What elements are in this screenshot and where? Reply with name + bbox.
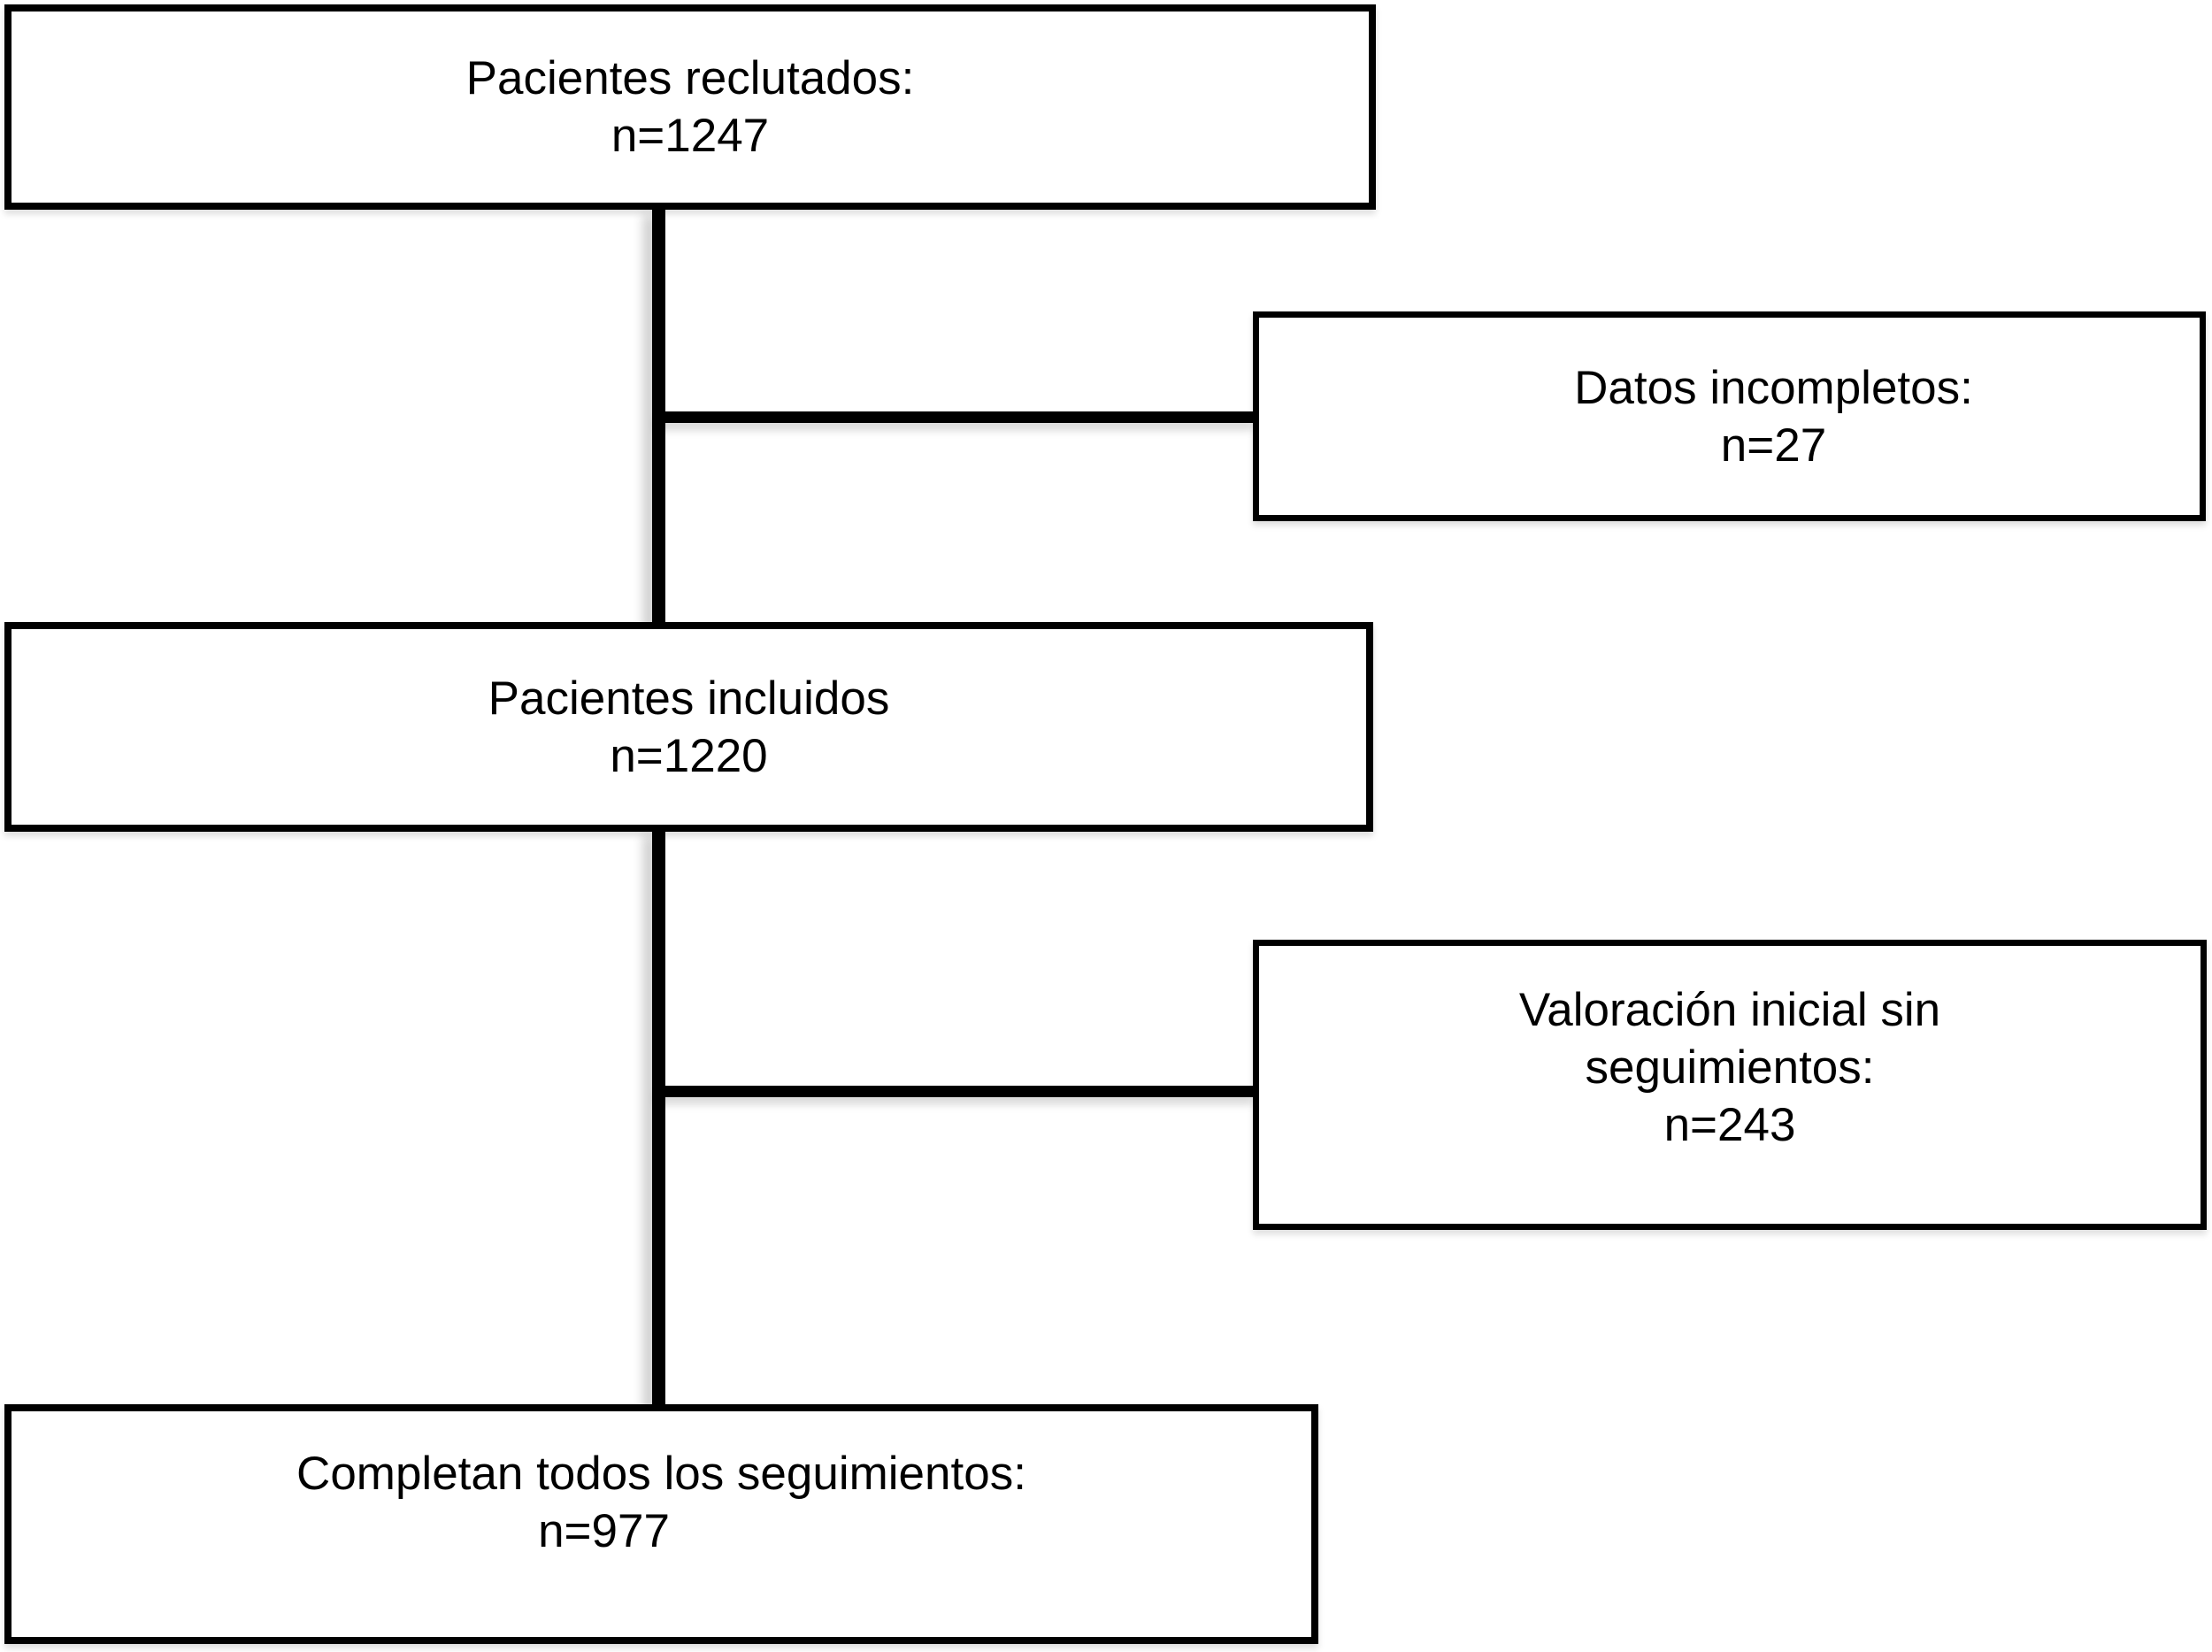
node-valoracion-inicial-sin-seguimientos: Valoración inicial sin seguimientos: n=2… [1253,940,2207,1230]
node-label-line-1: Valoración inicial sin [1518,983,1941,1036]
node-completan-todos-los-seguimientos: Completan todos los seguimientos: n=977 [4,1404,1318,1644]
node-label: Pacientes incluidos [488,672,890,725]
connector-branch-datos-incompletos [659,411,1256,423]
connector-reclutados-to-incluidos [652,210,665,626]
node-label: Pacientes reclutados: [465,52,915,104]
node-label: Datos incompletos: [1574,361,1973,414]
node-count: n=1220 [610,729,768,782]
node-count: n=1247 [611,110,770,162]
connector-branch-valoracion-sin-seguimientos [659,1086,1256,1097]
node-datos-incompletos: Datos incompletos: n=27 [1253,311,2206,521]
connector-incluidos-to-completan [652,830,665,1407]
node-label: Completan todos los seguimientos: [296,1447,1026,1500]
node-label-line-2: seguimientos: [1585,1041,1875,1094]
node-count: n=243 [1663,1098,1796,1151]
node-pacientes-incluidos: Pacientes incluidos n=1220 [4,622,1373,832]
node-pacientes-reclutados: Pacientes reclutados: n=1247 [4,4,1376,210]
node-count: n=27 [1720,419,1827,472]
node-count: n=977 [538,1504,670,1557]
